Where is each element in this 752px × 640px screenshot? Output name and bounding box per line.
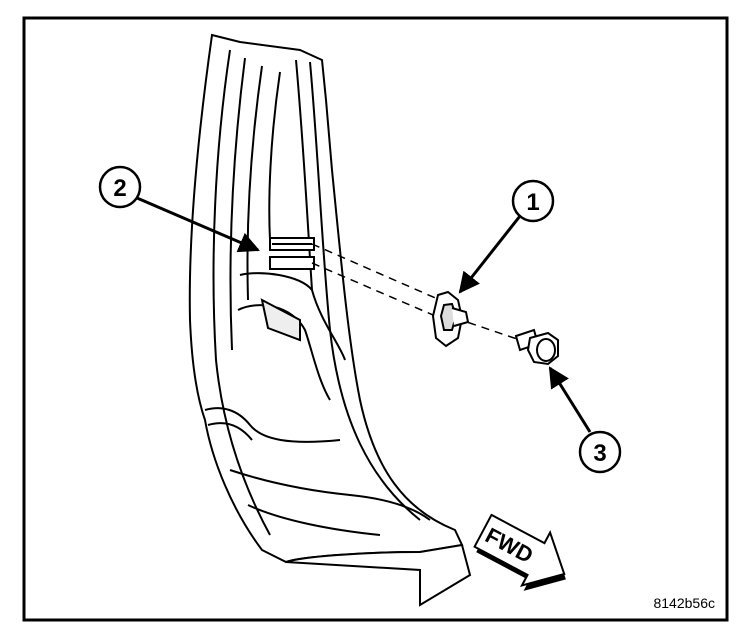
callout-label: 2 bbox=[113, 175, 126, 202]
fastener-bolt bbox=[514, 328, 559, 366]
pillar-panel bbox=[188, 33, 464, 564]
callout-1: 1 bbox=[511, 179, 555, 223]
callout-label: 1 bbox=[526, 189, 539, 216]
leader-arrow-1 bbox=[458, 215, 522, 294]
installation-lines bbox=[311, 243, 521, 341]
callout-circle bbox=[578, 430, 622, 474]
retainer-clip bbox=[431, 290, 470, 348]
callout-circle bbox=[511, 179, 555, 223]
leader-arrows bbox=[136, 196, 592, 433]
leader-arrow-3 bbox=[548, 366, 592, 433]
leader-arrow-2 bbox=[136, 196, 260, 253]
callout-circle bbox=[98, 165, 142, 209]
callout-label: 3 bbox=[593, 440, 606, 467]
sill-plate bbox=[285, 543, 472, 607]
figure-code: 8142b56c bbox=[653, 595, 715, 611]
callout-3: 3 bbox=[578, 430, 622, 474]
callout-2: 2 bbox=[98, 165, 142, 209]
